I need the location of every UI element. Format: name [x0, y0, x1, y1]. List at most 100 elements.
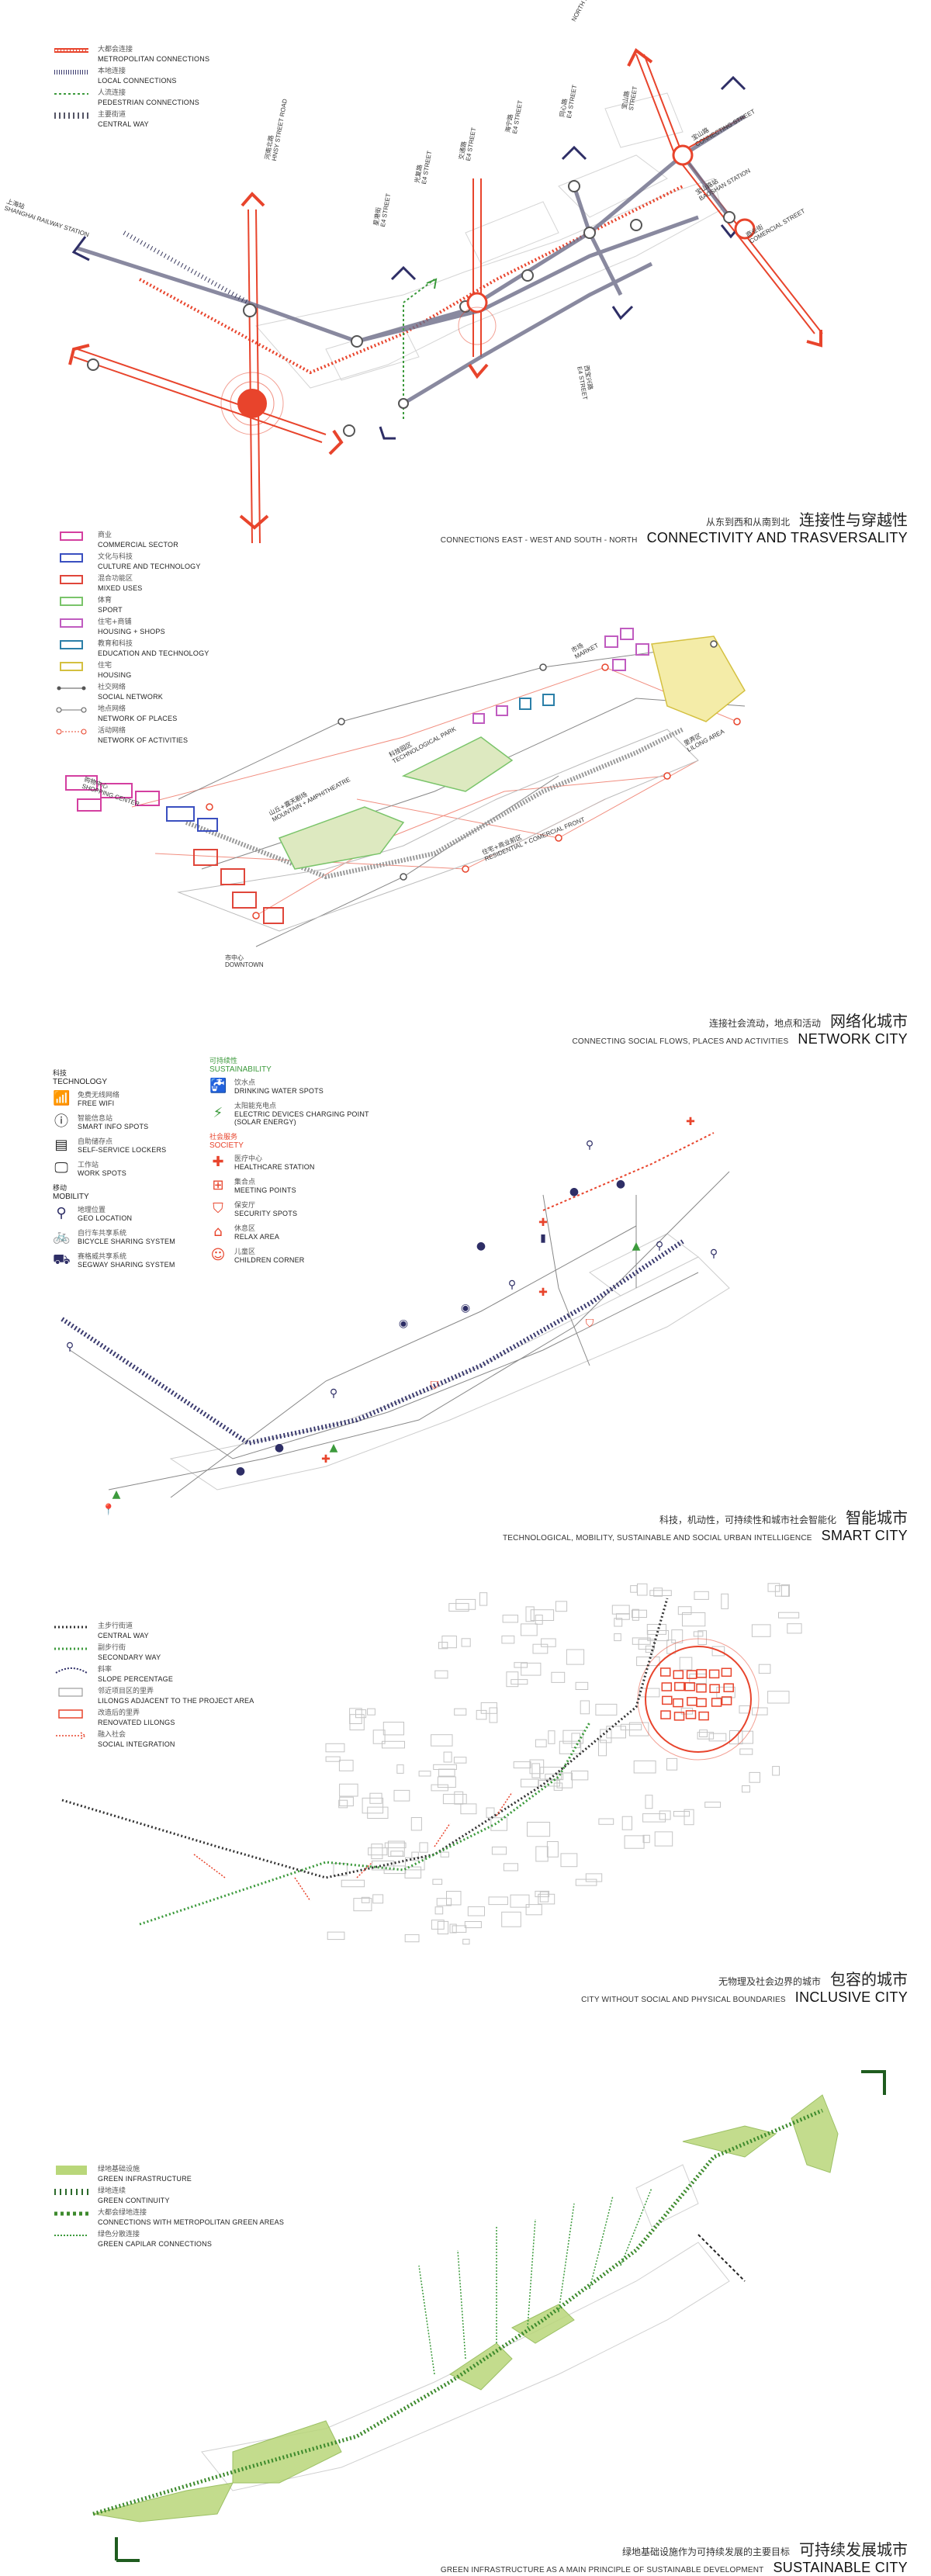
legend-label-en: SMART INFO SPOTS: [78, 1123, 149, 1130]
central-axis: [61, 1239, 684, 1446]
building-footprint: [404, 1934, 420, 1943]
legend-symbol: [53, 618, 90, 628]
renovated-lilong-block: [687, 1697, 697, 1706]
building-footprint: [677, 1606, 692, 1615]
building-footprint: [738, 1730, 753, 1744]
legend-symbol: [53, 726, 90, 737]
building-footprint: [339, 1796, 354, 1807]
building-footprint: [649, 1590, 672, 1596]
building-footprint: [774, 1585, 790, 1597]
building-footprint: [372, 1894, 384, 1904]
building-footprint: [553, 1782, 563, 1791]
legend-label-cn: 主要街道: [98, 111, 126, 119]
building-footprint: [449, 1923, 457, 1934]
building-footprint: [548, 1730, 555, 1744]
building-footprint: [513, 1761, 531, 1769]
legend-label-en: SOCIAL NETWORK: [98, 693, 163, 701]
building-footprint: [614, 1618, 623, 1627]
legend-item: 绿地基础设施 GREEN INFRASTRUCTURE: [53, 2165, 284, 2183]
building-footprint: [742, 1785, 750, 1793]
renovated-lilong-block: [696, 1683, 707, 1693]
building-footprint: [454, 1708, 467, 1716]
building-footprint: [405, 1857, 425, 1871]
legend-symbol: [53, 1687, 90, 1698]
building-footprint: [752, 1707, 768, 1716]
legend-heading-cn: 科技: [53, 1070, 67, 1078]
building-footprint: [639, 1688, 660, 1698]
legend-label-en: GREEN INFRASTRUCTURE: [98, 2175, 192, 2183]
legend-label-en: HOUSING + SHOPS: [98, 628, 165, 635]
legend-label-cn: 自助储存点: [78, 1138, 113, 1146]
solar-charge-icon: ⚡: [213, 1104, 223, 1121]
building-footprint: [455, 1598, 476, 1610]
building-footprint: [418, 1771, 431, 1777]
building-footprint: [711, 1646, 725, 1657]
inclusive-caption: 无物理及社会边界的城市包容的城市 CITY WITHOUT SOCIAL AND…: [581, 1970, 908, 2005]
green-capilar-connections: [418, 2187, 652, 2375]
building-footprint: [410, 1817, 422, 1831]
building-footprint: [486, 1807, 495, 1818]
shield-icon: ⛉: [213, 1200, 223, 1217]
building-footprint: [787, 1623, 802, 1634]
smart-map: ✚ ✚ ✚ ✚ ● ● ● ● ● ◉ ◉ ▮ ⛉ ⛉ ▲ ▲ ▲ 📍 ⚲ ⚲ …: [61, 1116, 730, 1516]
building-footprint: [453, 1757, 467, 1764]
wifi-icon: 📶: [53, 1089, 71, 1106]
meeting-icon: ⊞: [212, 1176, 224, 1193]
building-footprint: [539, 1891, 549, 1903]
segway-icon: ⛟: [53, 1251, 71, 1268]
svg-text:⚲: ⚲: [508, 1279, 516, 1291]
building-footprint: [503, 1863, 519, 1871]
building-footprint: [758, 1664, 771, 1674]
building-footprint: [575, 1681, 589, 1691]
building-footprint: [551, 1671, 566, 1683]
health-cross-icon: ✚: [212, 1153, 224, 1170]
renovated-lilong-block: [662, 1695, 673, 1705]
legend-heading-en: TECHNOLOGY: [53, 1078, 108, 1086]
legend-symbol: [53, 2165, 90, 2176]
info-icon: ⓘ: [54, 1113, 68, 1130]
legend-label-cn: 副步行街: [98, 1644, 126, 1652]
legend-line-symbol: [54, 1647, 88, 1650]
legend-label-en: METROPOLITAN CONNECTIONS: [98, 55, 210, 63]
building-footprint: [460, 1803, 477, 1815]
renovated-lilong-block: [721, 1696, 732, 1705]
svg-text:●: ●: [236, 1465, 245, 1477]
network-map: [65, 628, 746, 947]
building-footprint: [436, 1898, 452, 1906]
building-footprint: [642, 1834, 650, 1844]
pin-icon: ⚲: [56, 1204, 67, 1221]
building-footprint: [630, 1585, 638, 1593]
building-footprint: [440, 1851, 449, 1858]
building-footprint: [462, 1938, 470, 1945]
legend-symbol: [53, 2208, 90, 2219]
social-integration-arrows: [193, 1792, 513, 1902]
building-footprint: [538, 1780, 561, 1787]
building-footprint: [371, 1844, 383, 1860]
building-footprint: [325, 1756, 341, 1762]
water-tap-icon: 🚰: [209, 1077, 227, 1094]
building-footprint: [393, 1789, 410, 1802]
legend-label-cn: 绿地基础设施: [98, 2166, 140, 2173]
legend-label-cn: 赛格威共享系统: [78, 1253, 127, 1261]
legend-label-cn: 邻近项目区的里弄: [98, 1688, 154, 1695]
legend-heading-en: SOCIETY: [209, 1141, 244, 1150]
legend-label-en: GREEN CONTINUITY: [98, 2197, 170, 2204]
